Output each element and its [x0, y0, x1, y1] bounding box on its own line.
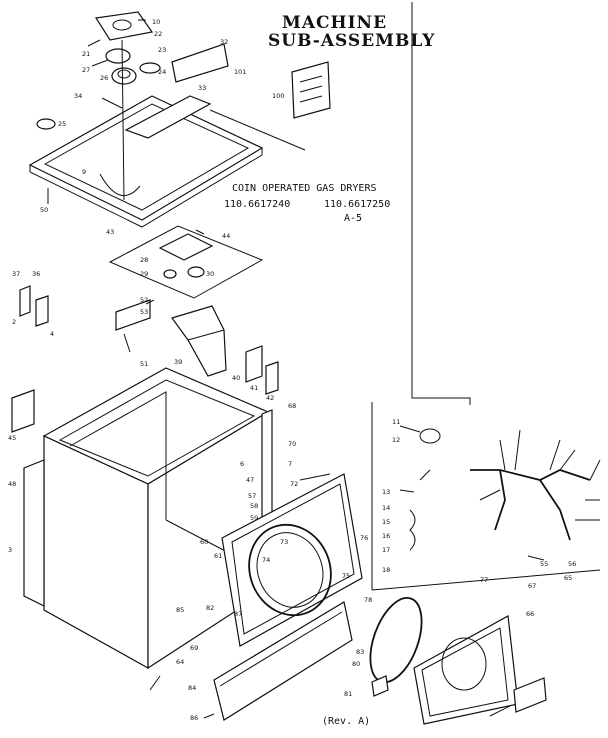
part-label: 3	[8, 546, 12, 554]
part-label: 64	[176, 658, 184, 666]
part-label: 28	[140, 256, 148, 264]
part-label: 85	[176, 606, 184, 614]
leader-lines	[87, 19, 545, 719]
part-label: 83	[356, 648, 364, 656]
part-label: 86	[190, 714, 198, 722]
part-label: 24	[158, 68, 166, 76]
burner-plate	[108, 225, 264, 299]
part-label: 15	[382, 518, 390, 526]
part-label: 50	[40, 206, 48, 214]
part-label: 61	[214, 552, 222, 560]
part-label: 67	[528, 582, 536, 590]
part-label: 21	[82, 50, 90, 58]
part-label: 4	[50, 330, 54, 338]
frame-lines	[371, 2, 601, 591]
part-label: 77	[480, 576, 488, 584]
part-label: 73	[280, 538, 288, 546]
part-label: 74	[262, 556, 270, 564]
title-line-1: MACHINE	[282, 13, 387, 33]
part-label: 17	[382, 546, 390, 554]
model-number-1: 110.6617240	[224, 199, 290, 210]
part-label: 43	[106, 228, 114, 236]
duct-assembly	[171, 305, 279, 395]
front-panel	[213, 473, 363, 721]
part-label: 44	[222, 232, 230, 240]
part-label: 52	[140, 296, 148, 304]
part-label: 10	[152, 18, 160, 26]
part-label: 16	[382, 532, 390, 540]
bracket-45	[11, 389, 35, 433]
part-label: 6	[240, 460, 244, 468]
part-label: 59	[250, 514, 258, 522]
part-label: 12	[392, 436, 400, 444]
door-assembly	[369, 597, 547, 725]
part-label: 26	[100, 74, 108, 82]
part-label: 57	[248, 492, 256, 500]
caption-line-1: COIN OPERATED GAS DRYERS	[232, 183, 377, 194]
part-label: 87	[234, 610, 242, 618]
part-label: 36	[32, 270, 40, 278]
part-label: 81	[344, 690, 352, 698]
part-label: 45	[8, 434, 16, 442]
part-label: 84	[188, 684, 196, 692]
part-label: 39	[174, 358, 182, 366]
part-label: 14	[382, 504, 390, 512]
part-label: 48	[8, 480, 16, 488]
part-label: 82	[206, 604, 214, 612]
part-label: 7	[288, 460, 292, 468]
part-label: 13	[382, 488, 390, 496]
part-label: 60	[200, 538, 208, 546]
part-label: 66	[526, 610, 534, 618]
part-label: 11	[392, 418, 400, 426]
title-line-2: SUB-ASSEMBLY	[268, 31, 435, 51]
part-label: 47	[246, 476, 254, 484]
part-label: 25	[58, 120, 66, 128]
part-label: 65	[564, 574, 572, 582]
part-label: 100	[272, 92, 284, 100]
part-label: 56	[568, 560, 576, 568]
part-label: 23	[158, 46, 166, 54]
part-label: 53	[140, 308, 148, 316]
part-label: 27	[82, 66, 90, 74]
part-label: 32	[220, 38, 228, 46]
part-number-labels: 10 22 21 23 27 26 24 34 33 32 101 100 25…	[8, 18, 576, 722]
part-label: 76	[360, 534, 368, 542]
top-cover-assembly	[28, 11, 331, 228]
revision-label: (Rev. A)	[322, 716, 370, 727]
part-label: 51	[140, 360, 148, 368]
part-label: 33	[198, 84, 206, 92]
part-label: 22	[154, 30, 162, 38]
cabinet	[23, 367, 273, 670]
part-label: 40	[232, 374, 240, 382]
part-label: 55	[540, 560, 548, 568]
part-label: 68	[288, 402, 296, 410]
part-label: 58	[250, 502, 258, 510]
part-label: 18	[382, 566, 390, 574]
wiring-harness	[409, 428, 601, 551]
part-label: 78	[364, 596, 372, 604]
part-label: 34	[74, 92, 82, 100]
part-label: 9	[82, 168, 86, 176]
part-label: 72	[290, 480, 298, 488]
small-brackets	[19, 285, 151, 353]
part-label: 70	[288, 440, 296, 448]
model-number-2: 110.6617250	[324, 199, 390, 210]
part-label: 30	[206, 270, 214, 278]
part-label: 75	[342, 572, 350, 580]
part-label: 42	[266, 394, 274, 402]
part-label: 29	[140, 270, 148, 278]
part-label: 2	[12, 318, 16, 326]
part-label: 37	[12, 270, 20, 278]
part-label: 80	[352, 660, 360, 668]
sheet-code: A-5	[344, 213, 362, 224]
part-label: 69	[190, 644, 198, 652]
part-label: 101	[234, 68, 246, 76]
part-label: 41	[250, 384, 258, 392]
